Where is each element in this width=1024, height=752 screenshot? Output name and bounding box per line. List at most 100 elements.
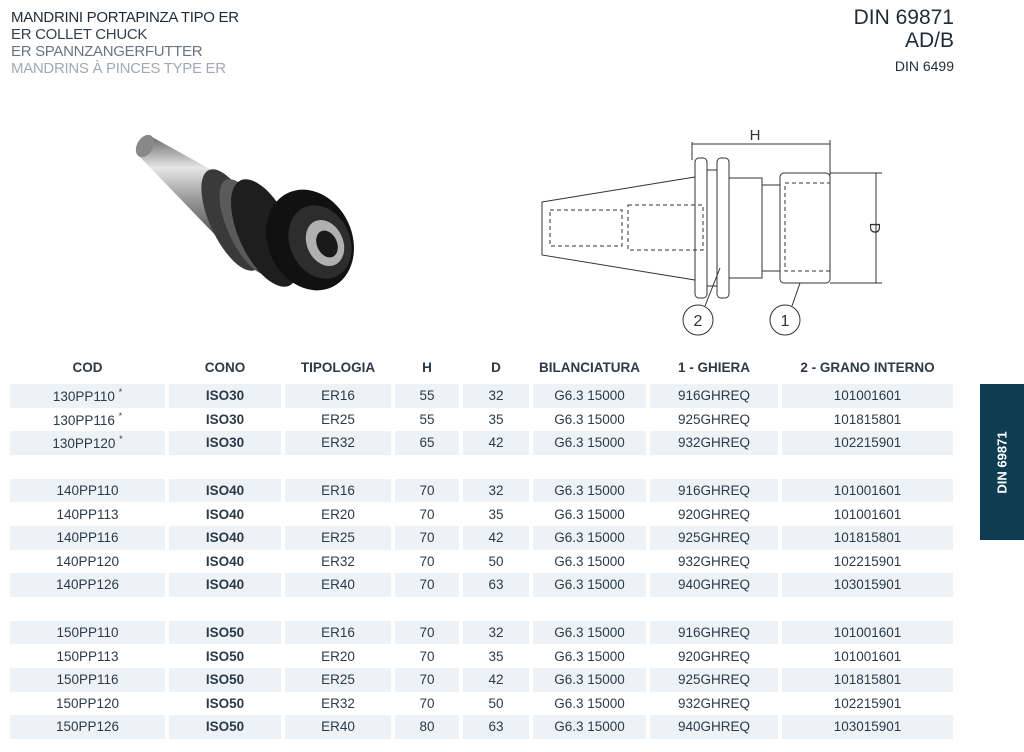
title-block: MANDRINI PORTAPINZA TIPO ER ER COLLET CH…	[11, 9, 239, 77]
column-header-ghiera: 1 - GHIERA	[677, 359, 750, 375]
cell-ghiera: 940GHREQ	[650, 715, 778, 739]
cell-ghiera-text: 932GHREQ	[677, 553, 751, 569]
cell-grano-interno: 102215901	[782, 692, 953, 716]
group-spacer	[10, 455, 953, 479]
cell-grano-interno-text: 101001601	[833, 625, 902, 641]
cell-d-text: 35	[488, 411, 504, 427]
cell-d-text: 35	[488, 648, 504, 664]
cell-cono: ISO30	[169, 408, 281, 432]
cell-ghiera-text: 920GHREQ	[677, 506, 751, 522]
group-spacer	[10, 597, 953, 621]
cell-bilanciatura-text: G6.3 15000	[554, 483, 625, 499]
cell-ghiera-text: 940GHREQ	[677, 577, 751, 593]
cell-d: 63	[463, 573, 529, 597]
cell-bilanciatura: G6.3 15000	[533, 667, 646, 692]
cell-cono: ISO40	[169, 478, 281, 503]
cell-grano-interno-text: 101001601	[833, 648, 902, 664]
cell-cono: ISO30	[169, 384, 281, 408]
cell-cono: ISO50	[169, 644, 281, 668]
cell-grano-interno: 102215901	[782, 550, 953, 574]
cell-cono: ISO50	[169, 620, 281, 645]
cell-bilanciatura-text: G6.3 15000	[554, 625, 625, 641]
cell-grano-interno: 101815801	[782, 408, 953, 432]
side-tab[interactable]: DIN 69871	[980, 384, 1024, 540]
cell-bilanciatura-text: G6.3 15000	[554, 435, 625, 451]
cell-h: 70	[395, 478, 459, 503]
cell-h: 70	[395, 525, 459, 550]
cell-cod-text: 150PP113	[56, 648, 119, 664]
cell-bilanciatura: G6.3 15000	[533, 573, 646, 597]
cell-cono-text: ISO40	[205, 506, 245, 522]
cell-ghiera-text: 925GHREQ	[677, 530, 751, 546]
cell-bilanciatura: G6.3 15000	[533, 644, 646, 668]
column-header-cod: COD	[72, 359, 103, 375]
cell-d: 32	[463, 384, 529, 408]
column-header-cono: CONO	[204, 359, 246, 375]
dimension-d-label: D	[866, 223, 883, 234]
cell-d: 50	[463, 550, 529, 574]
cell-grano-interno-text: 101001601	[833, 388, 902, 404]
cell-cod: 140PP120	[10, 550, 165, 574]
cell-cod: 140PP126	[10, 573, 165, 597]
cell-h-text: 70	[419, 506, 435, 522]
cell-bilanciatura: G6.3 15000	[533, 715, 646, 739]
cell-cono-text: ISO30	[205, 435, 245, 451]
cell-d: 42	[463, 667, 529, 692]
cell-ghiera-text: 916GHREQ	[677, 483, 751, 499]
cell-d: 35	[463, 502, 529, 526]
cell-d: 42	[463, 525, 529, 550]
cell-cono-text: ISO50	[205, 672, 245, 688]
cell-d-text: 63	[488, 719, 504, 735]
cell-bilanciatura-text: G6.3 15000	[554, 672, 625, 688]
column-header-bilanciatura: BILANCIATURA	[539, 359, 640, 375]
cell-h-text: 80	[419, 719, 435, 735]
cell-cod: 150PP120	[10, 692, 165, 716]
cell-d-text: 32	[488, 388, 504, 404]
cell-cono: ISO50	[169, 692, 281, 716]
cell-cod-text: 130PP120	[52, 436, 116, 452]
cell-ghiera-text: 920GHREQ	[677, 648, 751, 664]
cell-d-text: 35	[488, 506, 504, 522]
cell-grano-interno-text: 101001601	[833, 483, 902, 499]
cell-cod-text: 140PP110	[56, 483, 119, 499]
cell-bilanciatura: G6.3 15000	[533, 384, 646, 408]
title-it: MANDRINI PORTAPINZA TIPO ER	[11, 9, 239, 26]
cell-tipologia: ER32	[285, 431, 391, 455]
cell-tipologia-text: ER25	[321, 672, 355, 688]
cell-h: 70	[395, 502, 459, 526]
column-header-grano-interno: 2 - GRANO INTERNO	[800, 359, 935, 375]
cell-ghiera: 940GHREQ	[650, 573, 778, 597]
cell-ghiera: 916GHREQ	[650, 620, 778, 645]
cell-ghiera: 920GHREQ	[650, 644, 778, 668]
standard-block: DIN 69871 AD/B DIN 6499	[854, 6, 954, 74]
cell-bilanciatura: G6.3 15000	[533, 478, 646, 503]
cell-bilanciatura: G6.3 15000	[533, 525, 646, 550]
cell-h-text: 70	[419, 672, 435, 688]
cell-bilanciatura-text: G6.3 15000	[554, 388, 625, 404]
cell-tipologia: ER32	[285, 550, 391, 574]
cell-grano-interno: 101815801	[782, 667, 953, 692]
cell-grano-interno: 101001601	[782, 644, 953, 668]
cell-d-text: 42	[488, 530, 504, 546]
cell-cod: 140PP113	[10, 502, 165, 526]
column-header-tipologia: TIPOLOGIA	[300, 359, 376, 375]
cell-h-text: 70	[419, 695, 435, 711]
cell-d: 42	[463, 431, 529, 455]
cell-cono-text: ISO50	[205, 695, 245, 711]
cell-d: 35	[463, 408, 529, 432]
cell-h: 70	[395, 667, 459, 692]
cell-grano-interno: 101001601	[782, 620, 953, 645]
cell-cod-text: 130PP110	[52, 389, 115, 405]
cell-grano-interno: 101001601	[782, 502, 953, 526]
cell-h-text: 70	[419, 553, 435, 569]
cell-tipologia: ER16	[285, 620, 391, 645]
footnote-mark: *	[119, 434, 123, 445]
technical-drawing: H D 2 1	[541, 127, 883, 336]
cell-tipologia: ER32	[285, 692, 391, 716]
